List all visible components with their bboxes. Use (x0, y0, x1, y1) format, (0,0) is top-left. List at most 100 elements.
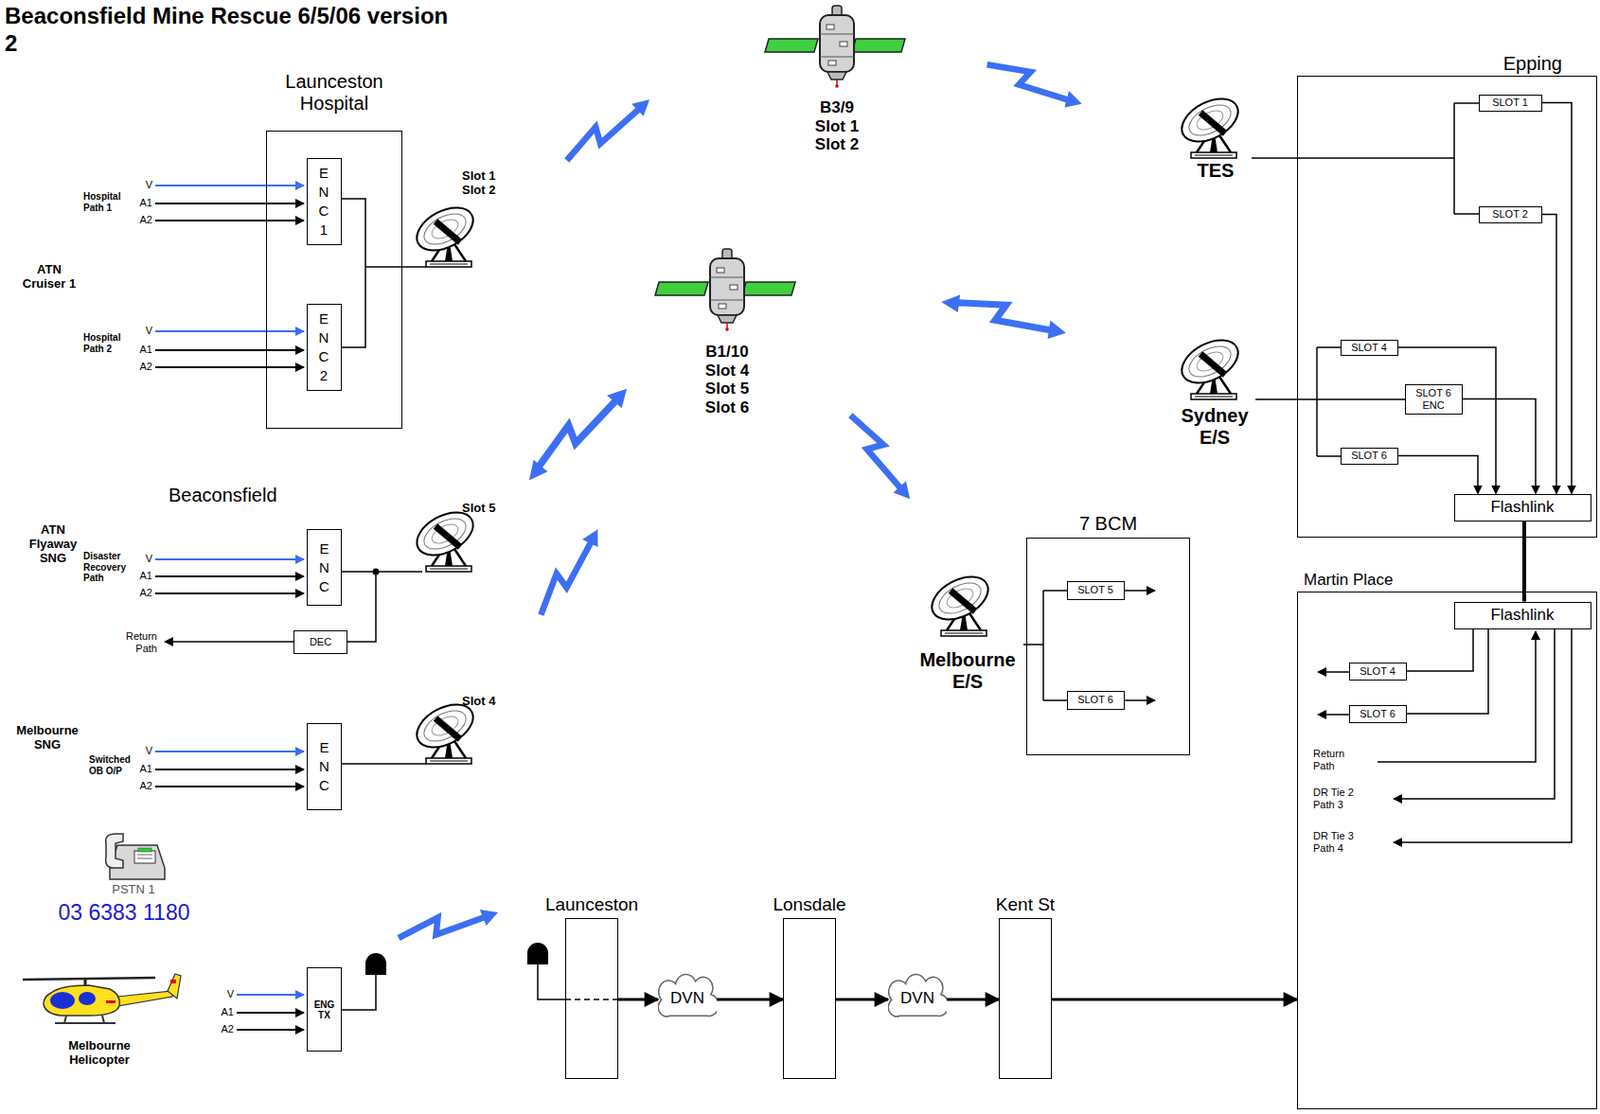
site-heading: Beaconsfield (168, 484, 278, 507)
input-signal-arrow (155, 750, 304, 753)
radio-link-bolt (396, 907, 501, 942)
signal-wire (164, 103, 1572, 1011)
signal-wire (1124, 699, 1156, 702)
input-signal-arrow (236, 994, 304, 996)
satellite-dish (409, 198, 480, 267)
slot-box: SLOT 6 (1349, 705, 1407, 724)
input-signal-arrow (155, 592, 304, 595)
phone-label: PSTN 1 (111, 883, 156, 898)
earth-station-label: TES (1197, 160, 1235, 182)
phone-number: 03 6383 1180 (58, 900, 191, 925)
node-heading: 7 BCM (1079, 513, 1138, 535)
node-label: Flashlink (1490, 606, 1554, 625)
input-signal-arrow (155, 558, 304, 561)
radio-link-bolt (986, 50, 1085, 117)
node-heading: Epping (1503, 53, 1563, 75)
signal-wire (565, 998, 619, 1001)
signal-label: V (145, 745, 153, 758)
signal-wire (341, 570, 423, 573)
connector (1542, 103, 1573, 495)
satellite-icon (764, 5, 906, 89)
satellite-dish (1174, 331, 1245, 400)
signal-wire (1251, 157, 1455, 160)
encoder-box: E N C (306, 723, 342, 811)
helicopter-icon (22, 977, 156, 980)
connector (946, 998, 999, 1002)
input-signal-arrow (155, 785, 304, 788)
source-label: Melbourne SNG (9, 724, 86, 753)
signal-wire (347, 571, 376, 642)
signal-wire (1393, 629, 1572, 843)
exchange-box: Kent St (998, 918, 1052, 1080)
node-label: DVN (900, 990, 935, 1009)
transmitter-box: ENG TX (306, 967, 342, 1052)
site-box: 7 BCMSLOT 5SLOT 6 (1026, 537, 1191, 756)
radio-link-bolt (515, 384, 640, 484)
slot-box: SLOT 6 ENC (1404, 384, 1463, 415)
path-label: DR Tie 2 Path 3 (1313, 786, 1361, 811)
node-heading: Launceston (545, 894, 639, 916)
signal-label: A1 (221, 1006, 234, 1019)
signal-wire (341, 763, 427, 765)
node-label: E N C (318, 539, 332, 597)
signal-wire (1042, 590, 1045, 701)
slot-box: SLOT 5 (1066, 581, 1125, 601)
input-signal-arrow (155, 349, 304, 352)
input-signal-arrow (155, 366, 304, 369)
helicopter-icon (78, 992, 96, 1006)
signal-wire (1454, 213, 1479, 215)
signal-wire (1124, 589, 1156, 592)
decoder-box: DEC (293, 630, 348, 655)
signal-wire (365, 266, 427, 268)
helicopter-icon (170, 979, 177, 984)
connector (716, 998, 783, 1002)
satellite-dish (409, 89, 1245, 765)
exchange-box: Lonsdale (782, 918, 836, 1080)
signal-label: V (145, 552, 153, 566)
switch-box: Flashlink (1454, 602, 1592, 630)
node-heading: Launceston Hospital (263, 71, 406, 115)
signal-wire (537, 964, 566, 1000)
input-signal-arrow (155, 219, 304, 222)
radio-link-bolt (940, 280, 1068, 354)
signal-wire (1377, 631, 1536, 763)
connector (1406, 629, 1475, 673)
node-label: SLOT 6 (1077, 693, 1114, 706)
node-label: ENG TX (312, 999, 338, 1021)
connector (1406, 629, 1490, 715)
slot-box: SLOT 2 (1478, 206, 1543, 224)
signal-wire (1043, 589, 1067, 592)
slot-box: SLOT 4 (1349, 662, 1407, 681)
signal-wire (1453, 103, 1456, 214)
source-label: ATN Flyaway SNG (23, 523, 83, 567)
helicopter-icon (117, 991, 173, 1007)
signal-label: A2 (221, 1023, 234, 1036)
connector (618, 998, 658, 1002)
junction-dot (373, 568, 380, 576)
signal-label: A2 (140, 780, 153, 793)
connector (1462, 399, 1537, 495)
connector (1398, 456, 1479, 495)
signal-label: A1 (140, 569, 153, 583)
node-label: SLOT 5 (1077, 584, 1114, 596)
telephone-icon (138, 848, 152, 853)
helicopter-icon (50, 992, 75, 1010)
helicopter-icon (54, 1015, 116, 1024)
signal-wire (1317, 671, 1350, 674)
cloud-outline (888, 974, 947, 1017)
satellite-dish (1174, 89, 1245, 159)
signal-wire (1393, 629, 1555, 800)
switch-box: Flashlink (1454, 494, 1592, 522)
satellite-icon (655, 5, 906, 332)
network-cloud: DVN (888, 972, 947, 1026)
input-signal-arrow (236, 1012, 304, 1014)
encoder-box: E N C 1 (306, 158, 342, 246)
source-label: ATN Cruiser 1 (16, 263, 83, 292)
site-box: Launceston HospitalE N C 1E N C 2 (266, 130, 403, 429)
signal-wire (1315, 347, 1318, 457)
input-signal-arrow (155, 330, 304, 333)
satellite-label: B3/9 Slot 1 Slot 2 (807, 98, 867, 155)
diagram-title: Beaconsfield Mine Rescue 6/5/06 version … (4, 2, 450, 58)
